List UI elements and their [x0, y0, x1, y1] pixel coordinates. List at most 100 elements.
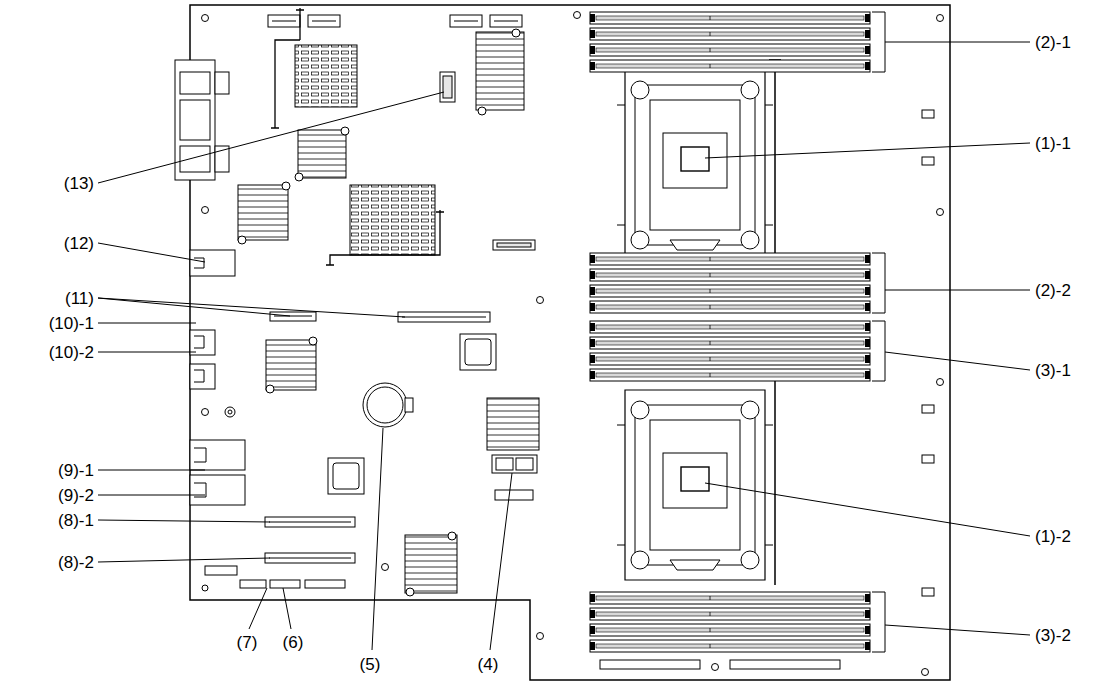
connector — [922, 110, 934, 118]
connector — [922, 455, 934, 463]
connector — [205, 566, 237, 575]
callout-number: (13) — [64, 175, 94, 192]
leader-line — [98, 42, 1030, 650]
mounting-hole — [202, 15, 209, 22]
connector — [440, 72, 455, 102]
io-connector — [190, 330, 215, 355]
io-connector — [175, 60, 245, 505]
dimm-slot — [590, 321, 870, 333]
connector — [265, 553, 355, 563]
heatsink — [266, 340, 316, 390]
connector — [270, 580, 300, 588]
mounting-hole — [228, 410, 232, 414]
callout-number: (4) — [478, 656, 499, 673]
dimm-slot — [590, 44, 870, 56]
antenna-wire — [271, 8, 304, 128]
leader-line — [885, 625, 1030, 635]
heatsink-screw — [295, 173, 303, 181]
io-connector — [180, 72, 210, 94]
io-connector — [180, 146, 210, 172]
heatsink-screw — [448, 532, 456, 540]
dimm-slot — [590, 301, 870, 313]
mounting-hole — [202, 207, 209, 214]
mounting-hole — [937, 15, 944, 22]
callout-number: (11) — [65, 290, 94, 307]
bracket — [872, 592, 885, 652]
mounting-hole — [225, 407, 235, 417]
connector — [497, 243, 531, 247]
chip — [460, 334, 496, 370]
heatsink — [295, 45, 357, 107]
connector — [495, 490, 533, 500]
heatsink-screw — [309, 337, 317, 345]
top-connector — [272, 21, 296, 22]
bracket — [872, 12, 885, 652]
mounting-hole — [937, 379, 944, 386]
callout-number: (2)-2 — [1035, 282, 1071, 299]
bracket — [872, 253, 885, 313]
chip — [333, 463, 359, 489]
callout-number: (12) — [64, 235, 94, 252]
leader-line — [249, 588, 267, 629]
battery — [367, 387, 403, 423]
mounting-hole — [537, 297, 544, 304]
cpu-socket — [617, 380, 781, 585]
callout-number: (9)-1 — [58, 462, 94, 479]
dimm-slot — [590, 337, 870, 349]
connector — [922, 405, 934, 413]
battery — [363, 383, 413, 427]
heatsink — [476, 32, 524, 110]
leader-line — [98, 352, 196, 353]
io-connector — [190, 440, 245, 470]
mounting-hole — [202, 12, 944, 676]
callout-number: (2)-1 — [1035, 34, 1071, 51]
mounting-hole — [712, 664, 719, 671]
heatsink — [238, 32, 539, 593]
io-connector — [190, 250, 235, 276]
dimm-slot — [590, 269, 870, 281]
battery — [405, 398, 413, 412]
mounting-hole — [574, 12, 581, 19]
heatsink — [238, 185, 288, 240]
top-connector — [494, 21, 518, 22]
connector — [600, 660, 700, 669]
heatsink — [298, 130, 346, 178]
leader-line — [885, 42, 1030, 43]
connector — [265, 517, 355, 527]
chip — [328, 334, 496, 494]
top-connector — [312, 21, 336, 22]
top-connector — [490, 15, 522, 27]
top-connector — [454, 21, 478, 22]
dimm-slot — [590, 608, 870, 620]
top-connector — [268, 15, 522, 27]
io-connector — [194, 448, 206, 462]
mounting-hole — [202, 409, 209, 416]
connector — [269, 522, 351, 523]
bracket — [872, 12, 885, 72]
leader-line — [98, 92, 444, 183]
connector — [443, 76, 452, 98]
connector — [730, 660, 840, 669]
mounting-hole — [537, 633, 544, 640]
connector — [402, 317, 486, 318]
callout-number: (10)-1 — [49, 315, 94, 332]
cpu-socket — [617, 60, 781, 265]
dimm-slot — [590, 285, 870, 297]
connector — [270, 312, 316, 321]
leader-line — [885, 352, 1030, 370]
heatsink-screw — [512, 29, 520, 37]
dimm-slot — [590, 353, 870, 365]
bracket — [872, 321, 885, 381]
connector — [205, 72, 934, 669]
io-connector — [175, 60, 215, 180]
leader-line — [98, 495, 205, 496]
leader-line — [98, 470, 205, 471]
io-connector — [194, 258, 204, 268]
mounting-hole — [382, 564, 389, 571]
heatsink-screw — [341, 127, 349, 135]
connector — [269, 558, 351, 559]
heatsink — [487, 398, 539, 450]
heatsink-screw — [478, 107, 486, 115]
